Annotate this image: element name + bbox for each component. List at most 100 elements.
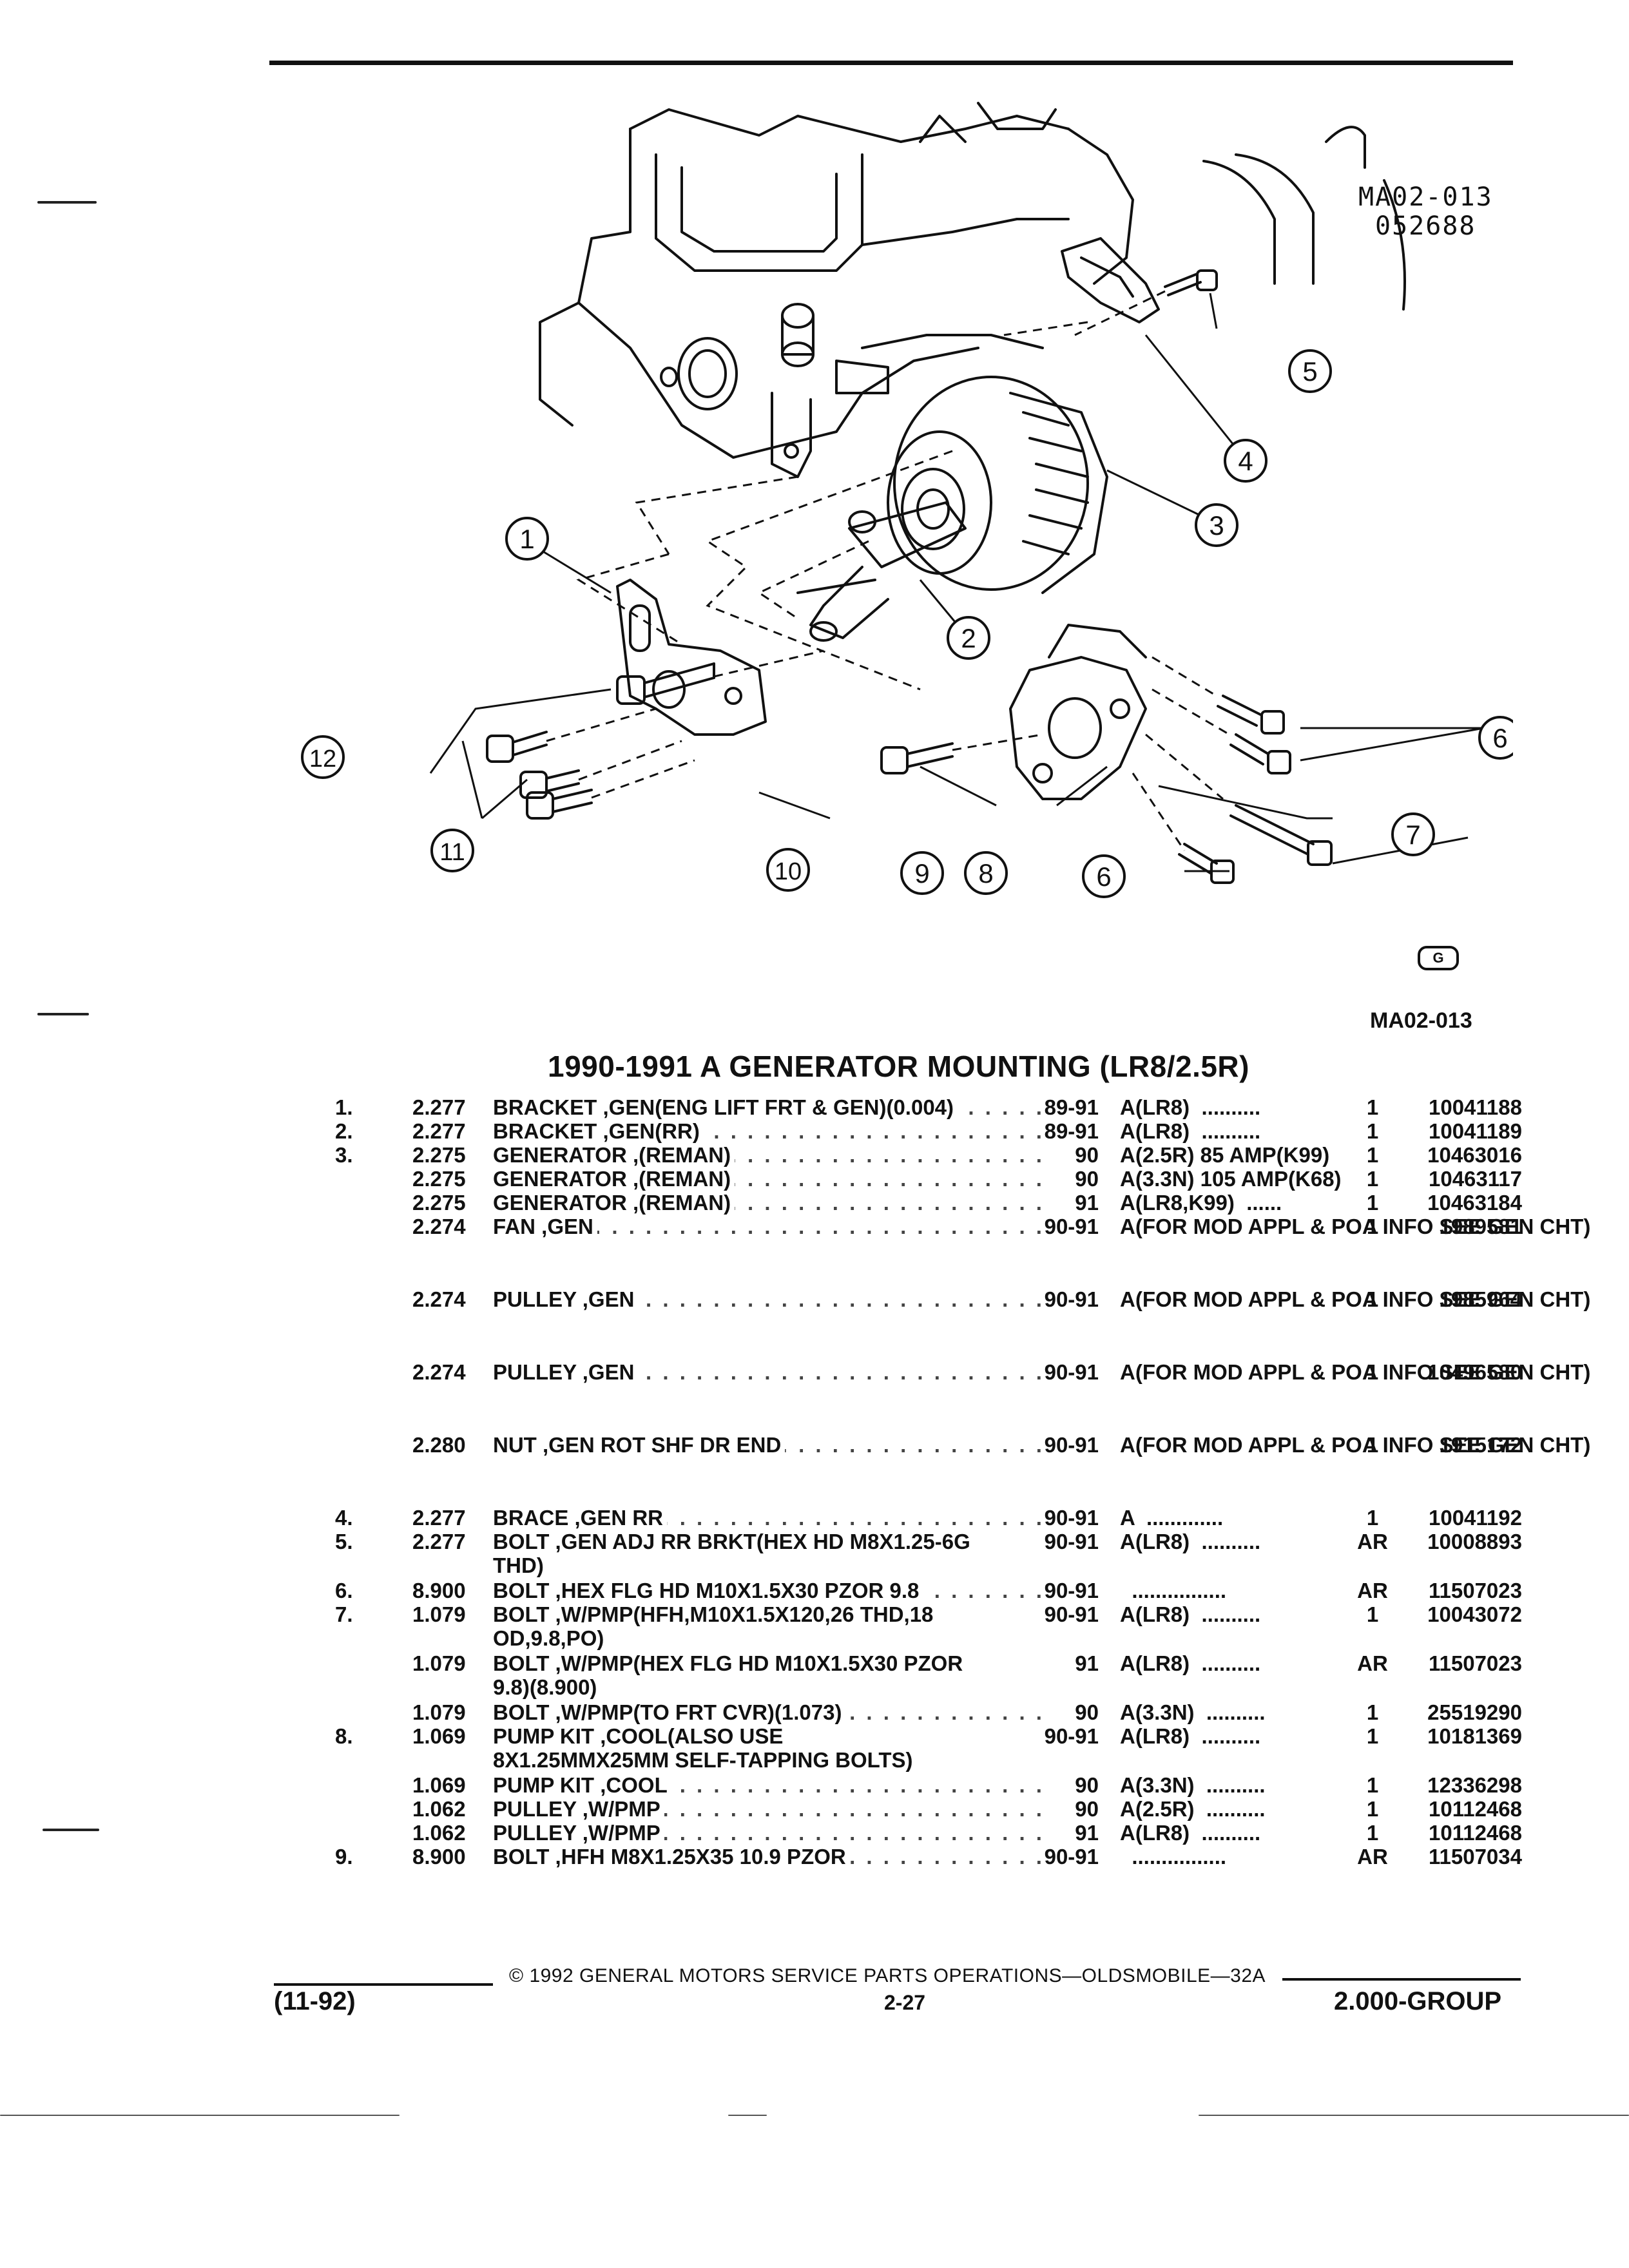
part-description: BRACKET ,GEN(ENG LIFT FRT & GEN)(0.004).… [493, 1095, 1047, 1119]
gm-part-number: 1915172 [1439, 1433, 1522, 1457]
usage-code: A(LR8) .......... [1120, 1095, 1261, 1119]
group-number: 1.062 [412, 1797, 466, 1821]
model-years: 89-91 [1044, 1095, 1099, 1119]
model-years: 91 [1075, 1191, 1099, 1215]
usage-code: A(FOR MOD APPL & POA INFO SEE GEN CHT) [1120, 1433, 1591, 1457]
quantity: AR [1357, 1845, 1388, 1869]
model-years: 90-91 [1044, 1724, 1099, 1748]
part-description: BOLT ,W/PMP(HFH,M10X1.5X120,26 THD,18. .… [493, 1602, 1047, 1626]
model-years: 90-91 [1044, 1360, 1099, 1384]
quantity: 1 [1366, 1095, 1379, 1119]
quantity: 1 [1366, 1602, 1379, 1626]
part-number: 5. [335, 1530, 353, 1553]
model-years: 91 [1075, 1821, 1099, 1845]
group-number: 2.277 [412, 1506, 466, 1530]
group-number: 2.277 [412, 1530, 466, 1553]
gm-part-number: 11507023 [1428, 1579, 1522, 1602]
callout-3 [1195, 503, 1239, 547]
part-description-continued: OD,9.8,PO) [493, 1626, 604, 1650]
footer-group: 2.000-GROUP [1334, 1987, 1502, 2015]
quantity: 1 [1366, 1360, 1379, 1384]
usage-code: A(2.5R) .......... [1120, 1797, 1266, 1821]
gm-part-number: 10463117 [1428, 1167, 1522, 1191]
model-years: 90 [1075, 1773, 1099, 1797]
part-description: GENERATOR ,(REMAN). . . . . . . . . . . … [493, 1143, 1047, 1167]
model-years: 90-91 [1044, 1433, 1099, 1457]
margin-mark [43, 1829, 99, 1831]
usage-code: A(LR8) .......... [1120, 1724, 1261, 1748]
part-description-continued: 9.8)(8.900) [493, 1675, 597, 1699]
group-number: 2.277 [412, 1095, 466, 1119]
usage-code: A(LR8) .......... [1120, 1530, 1261, 1553]
quantity: 1 [1366, 1191, 1379, 1215]
quantity: 1 [1366, 1143, 1379, 1167]
gm-part-number: 11507023 [1428, 1651, 1522, 1675]
gm-part-number: 10496580 [1427, 1360, 1522, 1384]
callout-label-8: 8 [978, 858, 993, 889]
callout-label-3: 3 [1209, 510, 1224, 541]
footer-rule-left [274, 1983, 493, 1986]
part-number: 4. [335, 1506, 353, 1530]
quantity: 1 [1366, 1700, 1379, 1724]
group-number: 1.069 [412, 1724, 466, 1748]
gm-part-number: 1985964 [1439, 1287, 1522, 1311]
part-description-continued: THD) [493, 1553, 544, 1577]
callout-10 [766, 848, 810, 892]
callout-12 [301, 735, 345, 779]
part-description: BOLT ,HFH M8X1.25X35 10.9 PZOR. . . . . … [493, 1845, 1047, 1869]
part-description: PULLEY ,GEN. . . . . . . . . . . . . . .… [493, 1360, 1047, 1384]
model-years: 90-91 [1044, 1845, 1099, 1869]
callout-label-1: 1 [519, 524, 534, 554]
usage-code: A(FOR MOD APPL & POA INFO SEE GEN CHT) [1120, 1215, 1591, 1238]
quantity: AR [1357, 1651, 1388, 1675]
quantity: 1 [1366, 1287, 1379, 1311]
usage-code: A(LR8) .......... [1120, 1119, 1261, 1143]
bottom-rule [728, 2115, 767, 2116]
part-description: PUMP KIT ,COOL. . . . . . . . . . . . . … [493, 1773, 1047, 1797]
part-description: BRACE ,GEN RR. . . . . . . . . . . . . .… [493, 1506, 1047, 1530]
gm-part-number: 25519290 [1427, 1700, 1522, 1724]
part-number: 9. [335, 1845, 353, 1869]
bracket-1-drawing [616, 579, 767, 736]
brace-drawing [1061, 237, 1160, 323]
bottom-rule [0, 2115, 400, 2116]
model-years: 90 [1075, 1167, 1099, 1191]
model-years: 90-91 [1044, 1215, 1099, 1238]
usage-code: A(FOR MOD APPL & POA INFO SEE GEN CHT) [1120, 1287, 1591, 1311]
margin-mark [37, 201, 97, 204]
callout-9 [900, 851, 944, 895]
part-number: 3. [335, 1143, 353, 1167]
callout-2 [947, 616, 990, 660]
usage-code: A(3.3N) .......... [1120, 1700, 1266, 1724]
part-description: GENERATOR ,(REMAN). . . . . . . . . . . … [493, 1167, 1047, 1191]
bolt-10-drawing [526, 789, 593, 820]
quantity: 1 [1366, 1433, 1379, 1457]
group-number: 2.275 [412, 1167, 466, 1191]
footer-copyright: © 1992 GENERAL MOTORS SERVICE PARTS OPER… [509, 1965, 1266, 1986]
figure-code: MA02-013 [1358, 182, 1493, 212]
page-number: 2-27 [884, 1991, 926, 2014]
group-number: 1.079 [412, 1602, 466, 1626]
bracket-2-drawing [796, 501, 967, 642]
callout-label-7: 7 [1405, 820, 1420, 850]
usage-code: A(3.3N) 105 AMP(K68) [1120, 1167, 1342, 1191]
part-description: FAN ,GEN. . . . . . . . . . . . . . . . … [493, 1215, 1047, 1238]
bolts-11-drawing [486, 731, 580, 799]
bolts-6-drawing [1178, 695, 1291, 884]
assembly-lines [546, 290, 1230, 851]
callout-6b [1082, 854, 1126, 898]
group-number: 1.069 [412, 1773, 466, 1797]
water-pump-drawing [1009, 624, 1147, 800]
quantity: 1 [1366, 1821, 1379, 1845]
group-number: 1.062 [412, 1821, 466, 1845]
gm-part-number: 10112468 [1428, 1821, 1522, 1845]
leader-lines [429, 293, 1485, 872]
model-years: 90 [1075, 1143, 1099, 1167]
bolt-5-drawing [1164, 269, 1218, 296]
model-years: 90 [1075, 1700, 1099, 1724]
gm-part-number: 10008893 [1427, 1530, 1522, 1553]
quantity: 1 [1366, 1773, 1379, 1797]
bolt-7-drawing [1229, 804, 1333, 866]
group-number: 1.079 [412, 1700, 466, 1724]
callout-6a [1478, 716, 1513, 760]
